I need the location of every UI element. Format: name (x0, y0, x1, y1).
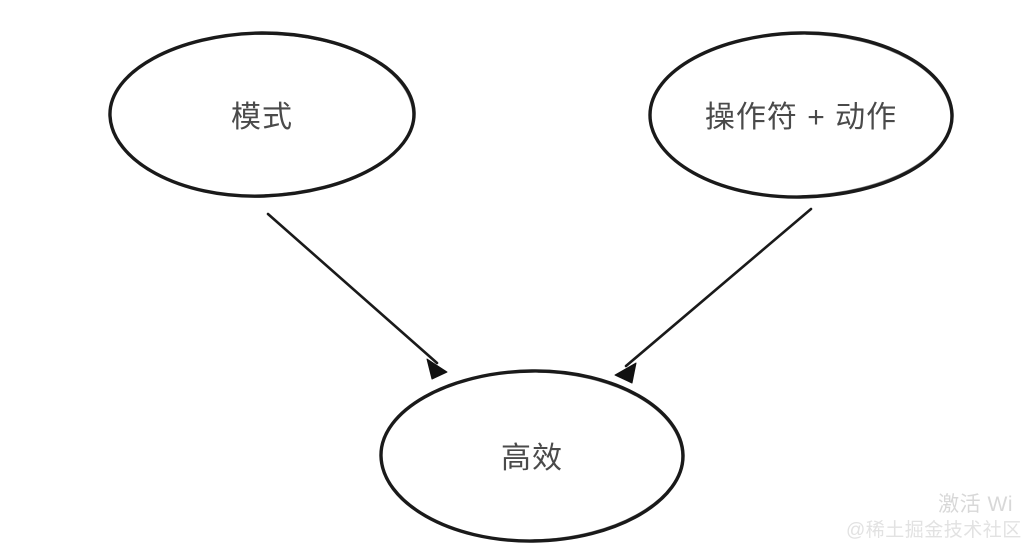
pattern-label: 模式 (231, 101, 293, 134)
windows-activation-watermark: 激活 Wi (938, 493, 1013, 516)
edge-operator-arrowhead-icon (614, 362, 637, 384)
pattern-ellipse-outline (108, 31, 416, 198)
community-watermark: @稀土掘金技术社区 (846, 520, 1021, 541)
operator-action-ellipse-overdraw (801, 33, 952, 197)
efficiency-ellipse-overdraw (533, 371, 683, 541)
edge-pattern-line (266, 212, 439, 365)
efficiency-label: 高效 (501, 442, 563, 475)
operator-action-label: 操作符 + 动作 (705, 101, 897, 134)
edge-pattern-to-efficiency[interactable] (266, 212, 448, 380)
operator-action-ellipse-outline (648, 31, 954, 199)
node-pattern[interactable]: 模式 (108, 31, 416, 198)
efficiency-ellipse-outline (379, 369, 685, 543)
edge-operator-to-efficiency[interactable] (614, 207, 813, 384)
edge-pattern-arrowhead-icon (426, 358, 448, 380)
pattern-ellipse-overdraw (264, 33, 414, 196)
edge-operator-line (624, 207, 813, 368)
node-efficiency[interactable]: 高效 (379, 369, 685, 543)
node-operator-action[interactable]: 操作符 + 动作 (648, 31, 954, 199)
